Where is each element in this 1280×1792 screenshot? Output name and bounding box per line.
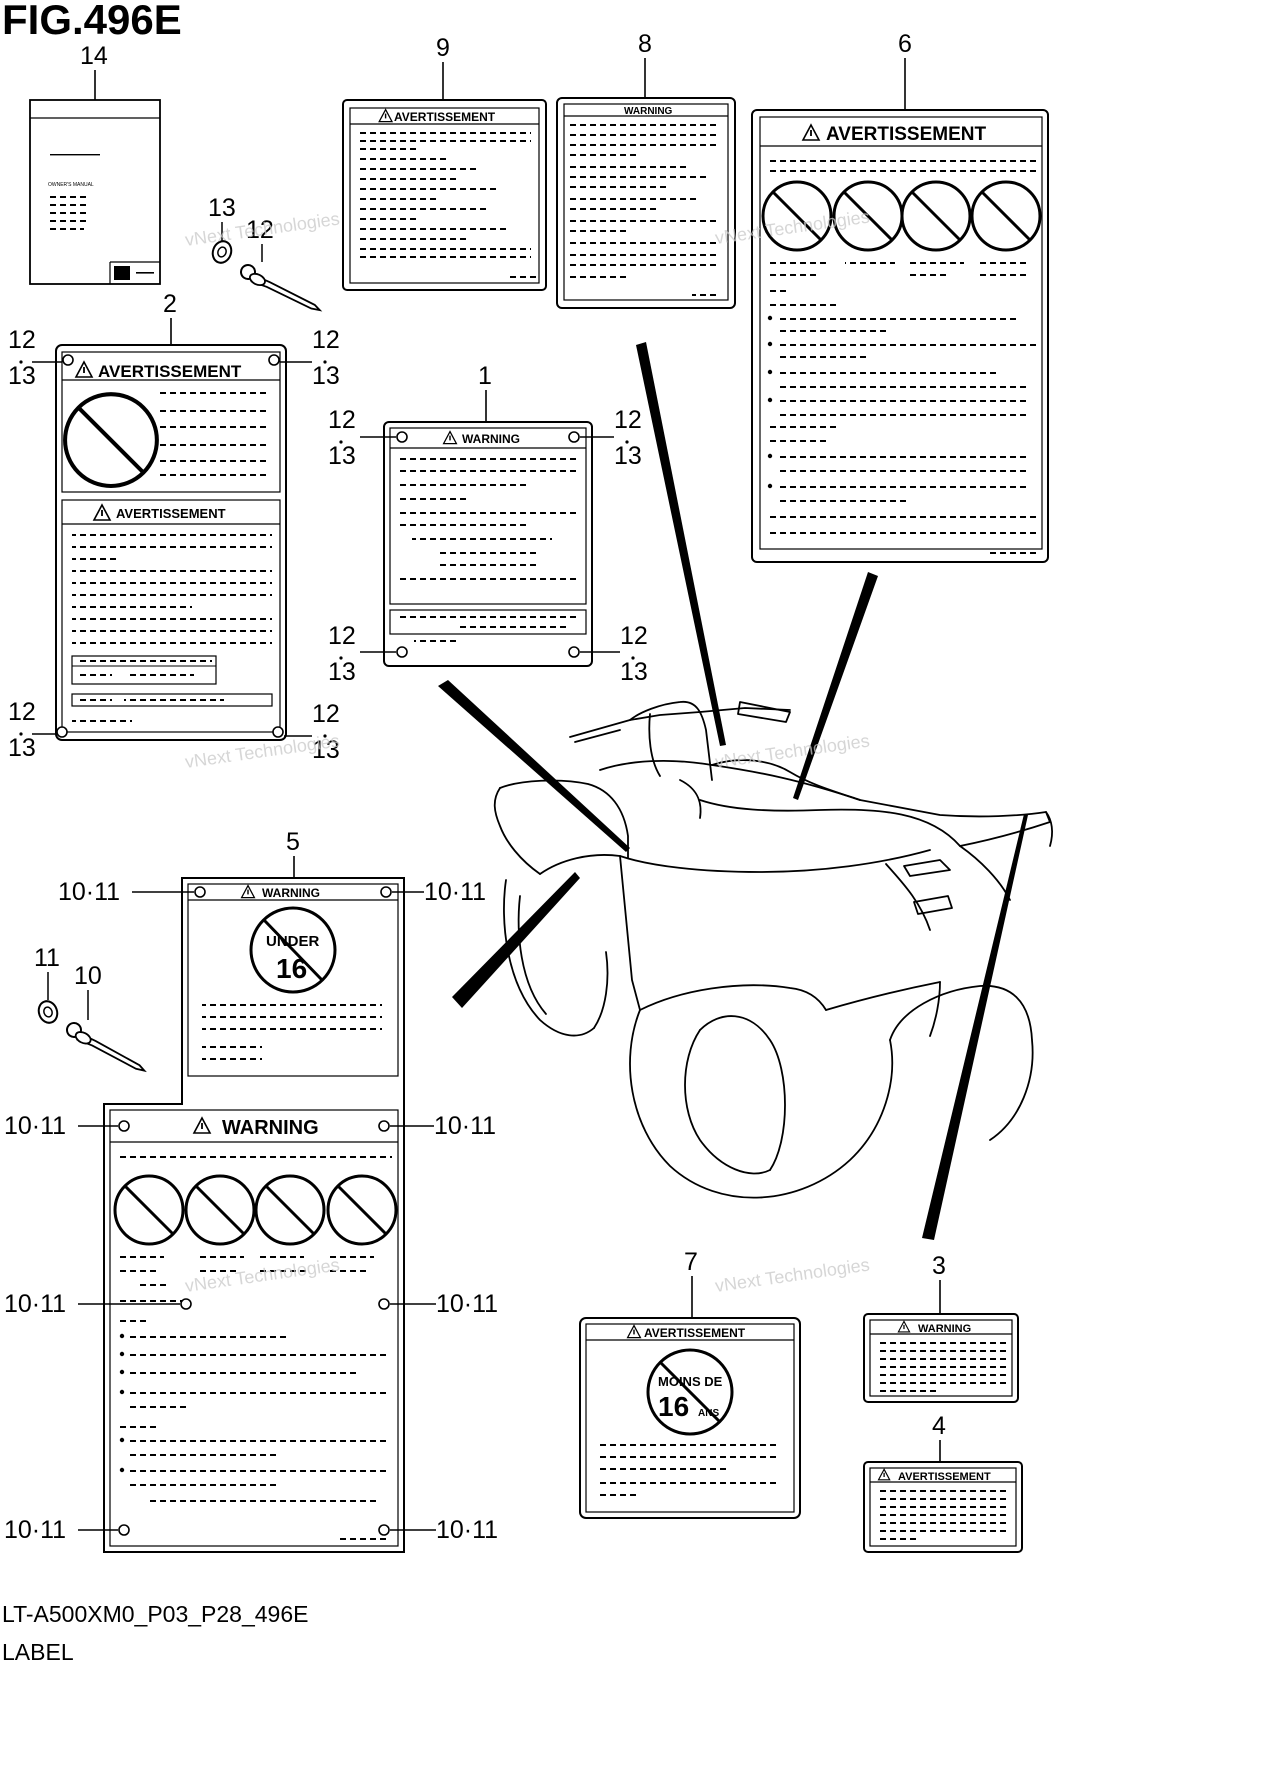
label-3-title: WARNING (918, 1323, 971, 1335)
callout-12: 12 (8, 326, 36, 354)
label-part-7: 7 AVERTISSEMENT MOINS DE 16 ANS (579, 1248, 801, 1519)
callout-13: 13 (8, 362, 36, 390)
moins-de-text: MOINS DE (658, 1374, 723, 1389)
label-part-9: 9 AVERTISSEMENT (342, 34, 547, 291)
callout-12: 12 (620, 622, 648, 650)
under-age: 16 (276, 953, 307, 984)
under-text: UNDER (266, 933, 320, 950)
label-5-bottom-title: WARNING (222, 1117, 319, 1139)
callout-14: 14 (80, 42, 108, 70)
leader-wedges (438, 342, 1028, 1240)
label-part-8: 8 WARNING (556, 30, 736, 309)
callout-12-top: 12 (246, 216, 274, 244)
label-2-callouts: 12 13 12 13 12 13 12 13 (8, 326, 340, 764)
callout-13: 13 (312, 736, 340, 764)
rivet-washer-parts-12-13: 13 12 (208, 194, 321, 324)
figure-caption: LABEL (2, 1639, 74, 1665)
callout-13: 13 (328, 658, 356, 686)
callout-4: 4 (932, 1412, 946, 1440)
label-2-top-title: AVERTISSEMENT (98, 362, 242, 381)
owners-manual-part-14: 14 OWNER'S MANUAL (29, 42, 161, 285)
callout-5: 5 (286, 828, 300, 856)
callout-13: 13 (328, 442, 356, 470)
manual-title: OWNER'S MANUAL (48, 182, 94, 188)
label-1-callouts: 12 13 12 13 12 13 12 13 (328, 406, 648, 686)
callout-10-11: 10·11 (436, 1290, 498, 1318)
callout-13: 13 (614, 442, 642, 470)
callout-8: 8 (638, 30, 652, 58)
callout-10: 10 (74, 962, 102, 990)
figure-code: LT-A500XM0_P03_P28_496E (2, 1601, 308, 1627)
callout-7: 7 (684, 1248, 698, 1276)
watermark: vNext Technologies (714, 1254, 871, 1295)
callout-10-11: 10·11 (436, 1516, 498, 1544)
label-part-2: 2 AVERTISSEMENT AVERTISSEMENT (55, 290, 287, 741)
label-part-5: 5 WARNING UNDER 16 WARNING (103, 828, 405, 1553)
rivet-washer-parts-10-11: 11 10 (34, 944, 146, 1082)
callout-13: 13 (620, 658, 648, 686)
callout-10-11: 10·11 (4, 1112, 66, 1140)
label-7-title: AVERTISSEMENT (644, 1326, 746, 1340)
callout-10-11: 10·11 (58, 878, 120, 906)
callout-3: 3 (932, 1252, 946, 1280)
label-1-title: WARNING (462, 432, 520, 446)
ans-text: ANS (698, 1408, 719, 1419)
label-5-callouts: 10·11 10·11 10·11 10·11 10·11 10·11 10·1… (4, 878, 498, 1544)
figure-title: FIG.496E (2, 0, 182, 43)
callout-1: 1 (478, 362, 492, 390)
callout-12: 12 (328, 622, 356, 650)
label-8-title: WARNING (624, 106, 673, 117)
label-6-title: AVERTISSEMENT (826, 124, 987, 145)
label-5-top-title: WARNING (262, 886, 320, 900)
callout-9: 9 (436, 34, 450, 62)
watermark: vNext Technologies (714, 730, 871, 771)
atv-illustration (493, 700, 1053, 1199)
callout-2: 2 (163, 290, 177, 318)
label-part-6: 6 AVERTISSEMENT (751, 30, 1049, 563)
label-part-3: 3 WARNING (863, 1252, 1019, 1403)
callout-11: 11 (34, 944, 60, 972)
callout-12: 12 (328, 406, 356, 434)
callout-13: 13 (312, 362, 340, 390)
callout-12: 12 (312, 700, 340, 728)
callout-10-11: 10·11 (434, 1112, 496, 1140)
moins-de-age: 16 (658, 1391, 689, 1422)
callout-10-11: 10·11 (4, 1516, 66, 1544)
label-part-1: 1 WARNING (383, 362, 593, 667)
callout-13: 13 (8, 734, 36, 762)
callout-12: 12 (614, 406, 642, 434)
callout-10-11: 10·11 (424, 878, 486, 906)
label-part-4: 4 AVERTISSEMENT (863, 1412, 1023, 1553)
callout-12: 12 (312, 326, 340, 354)
callout-12: 12 (8, 698, 36, 726)
label-4-title: AVERTISSEMENT (898, 1471, 991, 1483)
callout-10-11: 10·11 (4, 1290, 66, 1318)
label-2-bottom-title: AVERTISSEMENT (116, 506, 226, 521)
callout-6: 6 (898, 30, 912, 58)
callout-13-top: 13 (208, 194, 236, 222)
label-9-title: AVERTISSEMENT (394, 110, 496, 124)
